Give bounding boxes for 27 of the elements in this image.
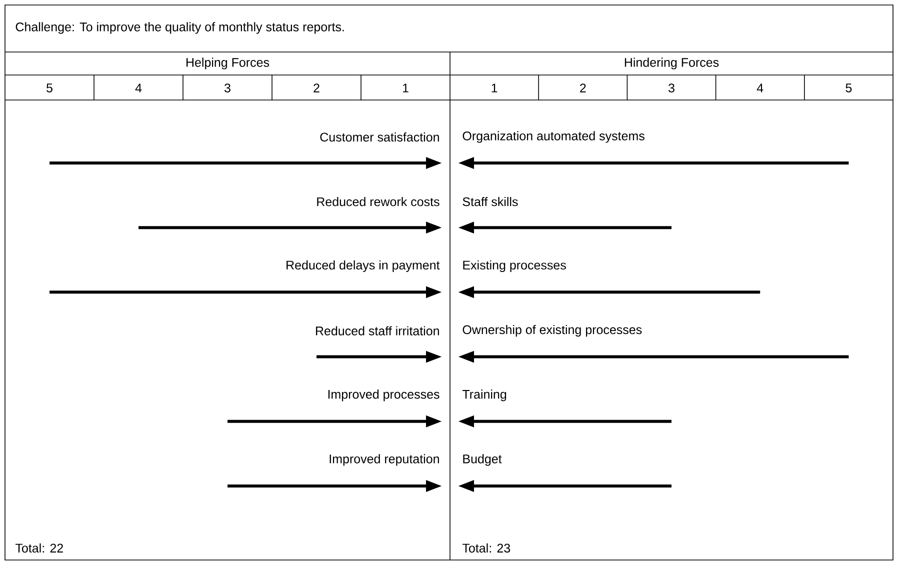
scale-number: 1 (492, 84, 498, 92)
force-label: Reduced delays in payment (286, 260, 440, 272)
force-label: Ownership of existing processes (462, 324, 642, 337)
total-text: Total: 22 (16, 543, 63, 553)
force-label: Improved processes (328, 390, 440, 402)
scale-number: 5 (846, 84, 852, 92)
scale-number: 2 (580, 84, 586, 92)
total-text: Total: 23 (462, 543, 510, 553)
force-label: Reduced staff irritation (316, 326, 439, 336)
force-label: Training (462, 390, 506, 402)
force-label: Organization automated systems (462, 131, 644, 143)
force-label: Budget (463, 454, 502, 466)
force-label: Improved reputation (330, 454, 439, 466)
force-label: Existing processes (463, 260, 566, 272)
scale-number: 4 (756, 84, 764, 92)
scale-number: 2 (314, 84, 320, 92)
scale-number: 4 (135, 84, 142, 92)
force-label: Reduced rework costs (317, 197, 440, 206)
scale-number: 1 (402, 84, 408, 92)
column-header: Helping Forces (186, 58, 270, 70)
force-label: Staff skills (462, 197, 518, 206)
force-label: Customer satisfaction (320, 132, 439, 142)
challenge-text: Challenge: To improve the quality of monthly status reports. (16, 22, 344, 34)
column-header: Hindering Forces (624, 58, 719, 70)
scale-number: 3 (668, 84, 674, 92)
scale-number: 3 (224, 84, 230, 92)
scale-number: 5 (46, 84, 52, 92)
